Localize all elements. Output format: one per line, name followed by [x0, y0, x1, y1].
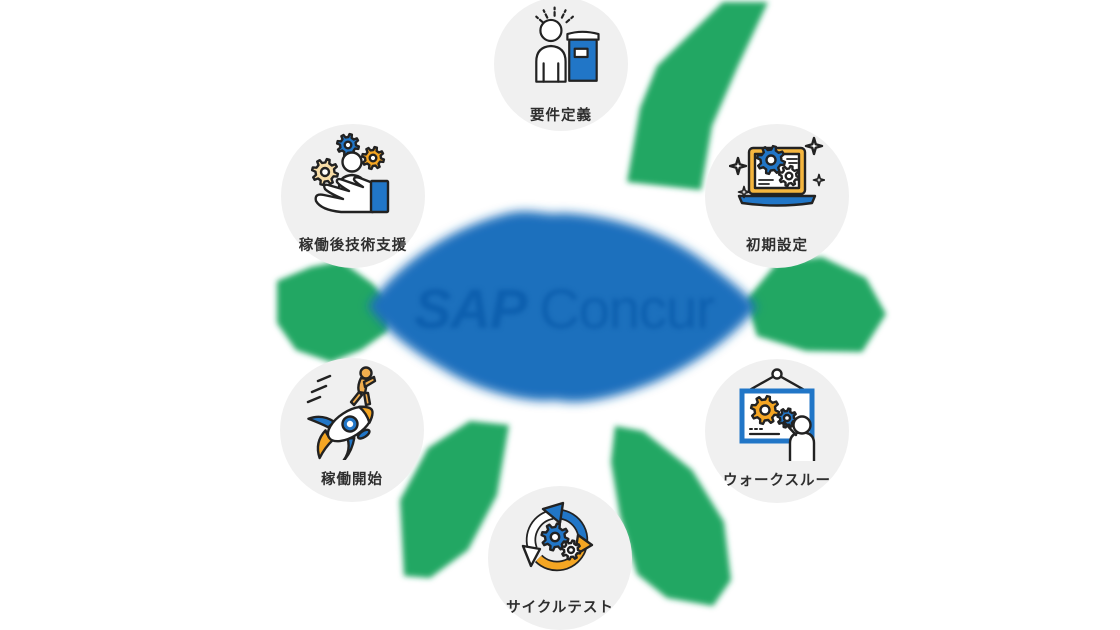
node-requirements: 要件定義: [494, 0, 628, 131]
person-book-icon: [518, 3, 604, 94]
center-logo: SAP Concur: [388, 272, 740, 344]
hand-support-icon: [305, 130, 401, 231]
flow-arrow-right: [746, 257, 886, 352]
flow-arrow-bottomright-to-bottom: [611, 426, 731, 606]
node-initial-setup: 初期設定: [705, 124, 849, 268]
logo-concur-text: Concur: [539, 276, 715, 340]
rocket-launch-icon: [304, 364, 400, 465]
presentation-board-icon: [729, 365, 825, 466]
logo-sap-text: SAP: [414, 276, 527, 340]
node-walkthrough: ウォークスルー: [705, 359, 849, 503]
center-logo-blob: [368, 211, 757, 402]
node-go-live: 稼働開始: [280, 358, 424, 502]
flow-arrow-top-to-topright: [627, 2, 768, 190]
flow-arrow-left: [277, 261, 391, 362]
node-label-requirements: 要件定義: [530, 108, 592, 124]
node-post-launch-support: 稼働後技術支援: [281, 124, 425, 268]
cycle-gears-icon: [512, 492, 608, 593]
laptop-gears-icon: [728, 130, 826, 231]
node-label-go-live: 稼働開始: [321, 472, 383, 488]
flow-arrow-bottom-to-bottomleft: [400, 421, 509, 578]
node-cycle-test: サイクルテスト: [488, 486, 632, 630]
node-label-initial-setup: 初期設定: [746, 238, 808, 254]
node-label-walkthrough: ウォークスルー: [722, 473, 832, 489]
sparkle-icons: [728, 136, 826, 199]
node-label-post-launch-support: 稼働後技術支援: [298, 238, 408, 254]
node-label-cycle-test: サイクルテスト: [506, 600, 614, 616]
